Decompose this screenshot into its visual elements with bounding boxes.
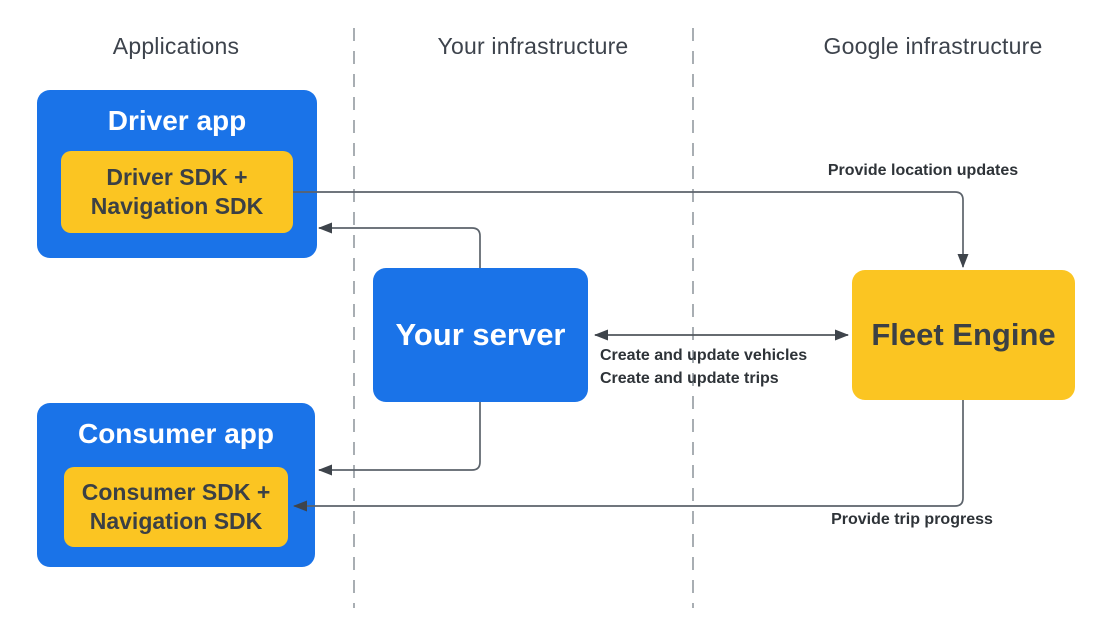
node-consumer-app: Consumer app Consumer SDK + Navigation S…	[37, 403, 315, 567]
edge-fleet-engine-to-consumer-sdk	[293, 400, 964, 512]
node-fleet-engine: Fleet Engine	[852, 270, 1075, 400]
driver-app-title: Driver app	[107, 105, 247, 136]
consumer-app-title: Consumer app	[77, 418, 275, 449]
node-driver-sdk: Driver SDK + Navigation SDK	[61, 151, 293, 233]
driver-sdk-label-line1: Driver SDK +	[106, 164, 248, 190]
driver-sdk-label-line2: Navigation SDK	[90, 193, 264, 219]
node-driver-app: Driver app Driver SDK + Navigation SDK	[37, 90, 317, 258]
column-header-google-infrastructure: Google infrastructure	[823, 33, 1043, 59]
edge-label-provide-location-updates: Provide location updates	[827, 162, 1019, 179]
edge-label-create-update-trips: Create and update trips	[600, 369, 779, 387]
edge-driver-sdk-to-fleet-engine	[293, 191, 969, 268]
column-header-applications: Applications	[112, 33, 240, 59]
edge-label-create-update-vehicles: Create and update vehicles	[600, 347, 808, 364]
consumer-sdk-label-line1: Consumer SDK +	[81, 479, 271, 505]
edge-your-server-to-driver-app	[318, 222, 481, 268]
consumer-sdk-label-line2: Navigation SDK	[89, 508, 263, 534]
edge-label-create-and-update: Create and update vehicles Create and up…	[600, 345, 807, 390]
edge-label-provide-trip-progress: Provide trip progress	[831, 511, 993, 528]
node-your-server: Your server	[373, 268, 588, 402]
column-header-your-infrastructure: Your infrastructure	[437, 33, 629, 59]
edge-your-server-to-consumer-app	[318, 402, 481, 476]
node-consumer-sdk: Consumer SDK + Navigation SDK	[64, 467, 288, 547]
